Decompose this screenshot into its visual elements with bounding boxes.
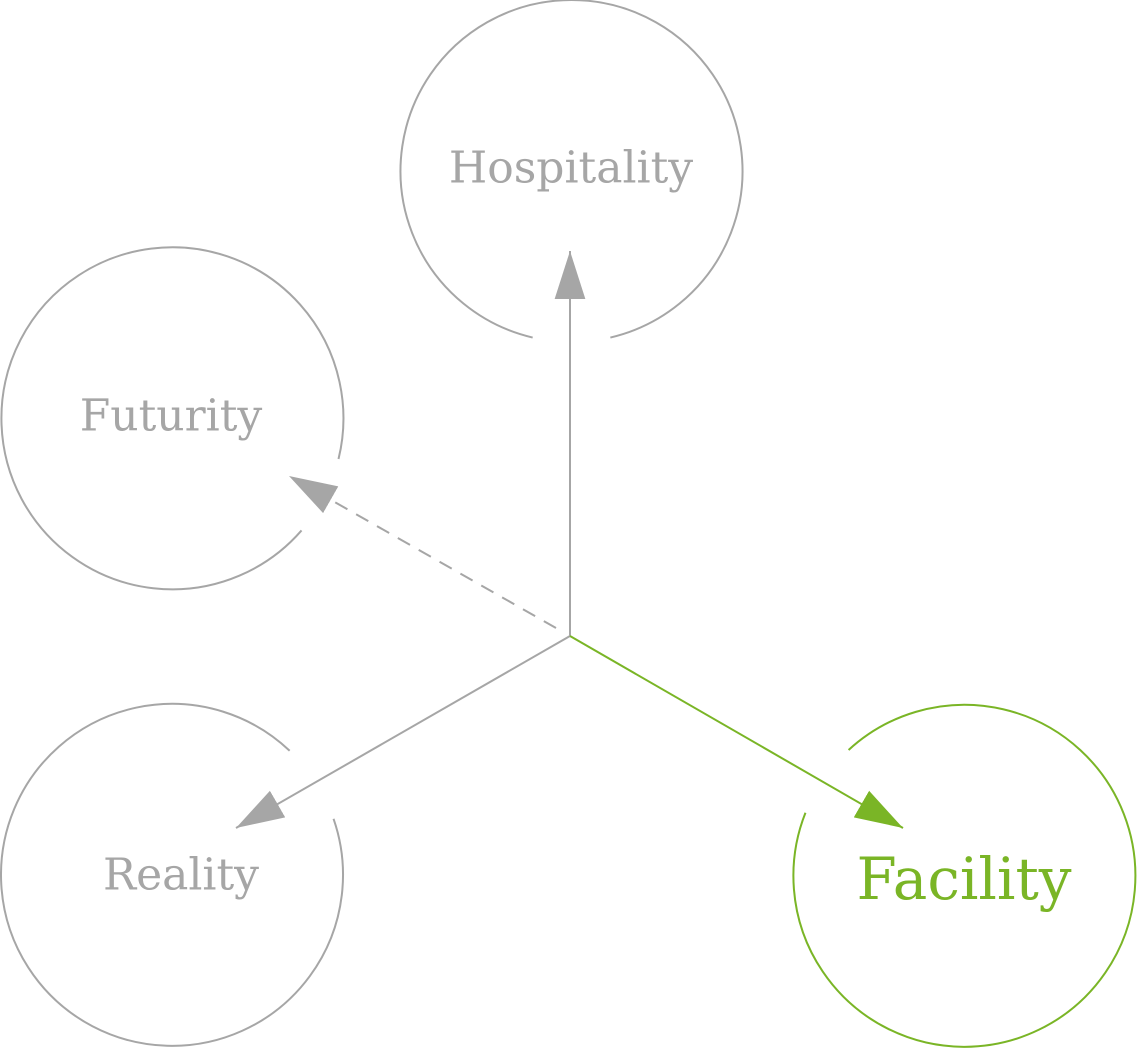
futurity-label: Futurity [80, 391, 263, 442]
futurity-ring [0, 246, 345, 591]
node-hospitality[interactable]: Hospitality [399, 0, 744, 339]
reality-label: Reality [103, 850, 259, 901]
reality-ring [0, 702, 344, 1047]
node-futurity[interactable]: Futurity [0, 246, 345, 591]
edge-to-futurity [288, 475, 557, 629]
edges [235, 251, 904, 829]
node-facility[interactable]: Facility [792, 703, 1137, 1048]
edge-to-facility [569, 635, 904, 829]
facility-label: Facility [856, 845, 1071, 913]
facility-ring [792, 703, 1137, 1048]
edge-to-reality [235, 635, 571, 829]
node-reality[interactable]: Reality [0, 702, 344, 1047]
hospitality-ring [399, 0, 744, 339]
hospitality-label: Hospitality [449, 143, 693, 194]
